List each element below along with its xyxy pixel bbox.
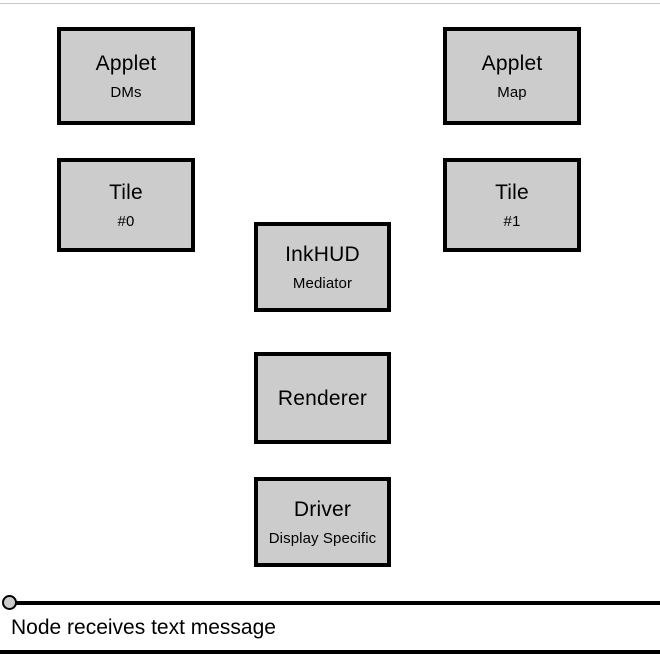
node-applet-dms[interactable]: Applet DMs (57, 27, 195, 125)
node-inkhud-mediator[interactable]: InkHUD Mediator (254, 222, 391, 312)
node-tile-0[interactable]: Tile #0 (57, 158, 195, 252)
top-divider (0, 3, 660, 4)
node-subtitle: #1 (503, 212, 521, 230)
node-subtitle: #0 (117, 212, 135, 230)
start-marker-circle-icon (2, 595, 17, 610)
node-driver[interactable]: Driver Display Specific (254, 477, 391, 567)
event-label: Node receives text message (11, 616, 276, 639)
node-tile-1[interactable]: Tile #1 (443, 158, 581, 252)
node-title: Renderer (277, 386, 368, 410)
node-applet-map[interactable]: Applet Map (443, 27, 581, 125)
node-title: Driver (293, 497, 352, 521)
node-title: Tile (109, 180, 143, 204)
bottom-divider (0, 650, 660, 654)
node-subtitle: DMs (110, 83, 142, 101)
event-timeline (14, 601, 660, 605)
node-subtitle: Map (497, 83, 527, 101)
node-title: Applet (481, 51, 543, 75)
node-subtitle: Mediator (292, 274, 353, 292)
node-subtitle: Display Specific (268, 529, 377, 547)
node-title: InkHUD (285, 242, 360, 266)
node-renderer[interactable]: Renderer (254, 352, 391, 444)
node-title: Applet (95, 51, 157, 75)
node-title: Tile (495, 180, 529, 204)
